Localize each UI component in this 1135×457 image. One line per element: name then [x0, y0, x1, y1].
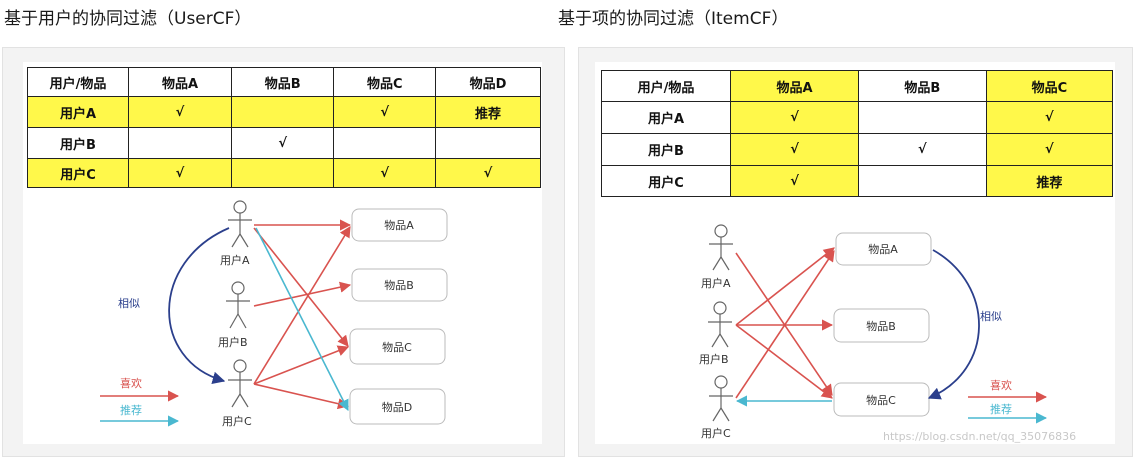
- table-cell: √: [333, 96, 436, 128]
- usercf-like-arrows: [253, 219, 352, 410]
- legend-recommend-label: 推荐: [990, 402, 1012, 416]
- table-row: 用户C √ √ √: [27, 158, 542, 188]
- table-header-cell: 物品B: [230, 67, 335, 97]
- item-a-label: 物品A: [384, 218, 414, 232]
- table-cell: 用户C: [27, 158, 129, 188]
- usercf-heading: 基于用户的协同过滤（UserCF）: [4, 9, 252, 29]
- item-b-label: 物品B: [384, 278, 414, 292]
- legend-like-label: 喜欢: [120, 376, 142, 390]
- legend-like-label: 喜欢: [990, 378, 1012, 392]
- item-b-node: 物品B: [833, 308, 930, 343]
- table-cell: 用户C: [601, 165, 731, 197]
- similar-label: 相似: [980, 310, 1002, 323]
- table-row: 用户B √ √ √: [601, 133, 1114, 166]
- like-arrow: [253, 227, 349, 347]
- like-arrow: [253, 345, 350, 385]
- like-arrow: [253, 281, 352, 307]
- table-header-cell: 物品B: [858, 70, 987, 102]
- table-row: 用户C √ 推荐: [601, 165, 1114, 197]
- table-header-cell: 物品C: [985, 70, 1114, 102]
- table-cell: 用户B: [601, 133, 731, 166]
- like-arrow: [253, 383, 350, 410]
- table-header-row: 用户/物品 物品A 物品B 物品C 物品D: [27, 67, 542, 97]
- table-row: 用户B √: [27, 127, 542, 159]
- table-header-cell: 物品D: [434, 67, 542, 97]
- table-header-cell: 物品C: [333, 67, 436, 97]
- user-c-label: 用户C: [701, 426, 731, 440]
- table-cell: √: [729, 133, 860, 166]
- similar-arc: [927, 249, 980, 400]
- user-a-figure: [709, 224, 733, 271]
- item-c-node: 物品C: [833, 382, 930, 417]
- like-arrow: [735, 252, 833, 396]
- user-b-label: 用户B: [218, 335, 248, 349]
- table-cell: √: [128, 158, 232, 188]
- table-cell: √: [230, 127, 335, 159]
- itemcf-heading: 基于项的协同过滤（ItemCF）: [558, 9, 789, 29]
- table-cell: [858, 101, 987, 134]
- itemcf-like-arrows: [735, 247, 835, 399]
- table-cell: 用户A: [27, 96, 129, 128]
- table-cell: √: [985, 101, 1114, 134]
- table-cell: 推荐: [985, 165, 1114, 197]
- similar-label: 相似: [118, 297, 140, 310]
- item-a-node: 物品A: [351, 208, 448, 242]
- like-arrow: [735, 247, 835, 326]
- like-arrow: [735, 250, 835, 399]
- item-d-node: 物品D: [349, 388, 446, 425]
- user-a-label: 用户A: [220, 253, 250, 267]
- like-arrow: [253, 226, 351, 385]
- user-c-label: 用户C: [222, 414, 252, 428]
- legend-recommend-label: 推荐: [120, 403, 142, 417]
- table-cell: [230, 96, 335, 128]
- itemcf-table: 用户/物品 物品A 物品B 物品C 用户A √ √ 用户B √ √ √ 用户C …: [601, 70, 1114, 197]
- table-cell: √: [729, 101, 860, 134]
- item-d-label: 物品D: [382, 400, 412, 414]
- similar-arc: [168, 227, 230, 384]
- item-c-label: 物品C: [382, 340, 412, 354]
- item-a-label: 物品A: [868, 242, 898, 256]
- user-a-label: 用户A: [701, 276, 731, 290]
- usercf-table: 用户/物品 物品A 物品B 物品C 物品D 用户A √ √ 推荐 用户B √ 用…: [27, 67, 542, 188]
- table-cell: √: [333, 158, 436, 188]
- table-header-cell: 物品A: [128, 67, 232, 97]
- user-c-figure: [228, 359, 252, 408]
- item-c-node: 物品C: [349, 328, 446, 365]
- user-b-figure: [708, 301, 732, 348]
- watermark: https://blog.csdn.net/qq_35076836: [883, 430, 1077, 443]
- like-arrow: [735, 324, 833, 399]
- user-b-figure: [226, 281, 250, 329]
- recommend-arrow: [255, 227, 349, 411]
- user-c-figure: [709, 375, 733, 422]
- table-cell: √: [985, 133, 1114, 166]
- table-cell: √: [434, 158, 542, 188]
- table-cell: √: [128, 96, 232, 128]
- table-cell: 用户B: [27, 127, 129, 159]
- item-c-label: 物品C: [866, 393, 896, 407]
- user-b-label: 用户B: [699, 352, 729, 366]
- table-cell: √: [729, 165, 860, 197]
- item-b-node: 物品B: [351, 268, 448, 302]
- table-row: 用户A √ √: [601, 101, 1114, 134]
- table-cell: [858, 165, 987, 197]
- user-a-figure: [228, 200, 252, 248]
- table-header-cell: 用户/物品: [27, 67, 129, 97]
- item-b-label: 物品B: [866, 319, 896, 333]
- table-cell: [230, 158, 335, 188]
- table-cell: 用户A: [601, 101, 731, 134]
- item-a-node: 物品A: [835, 232, 932, 266]
